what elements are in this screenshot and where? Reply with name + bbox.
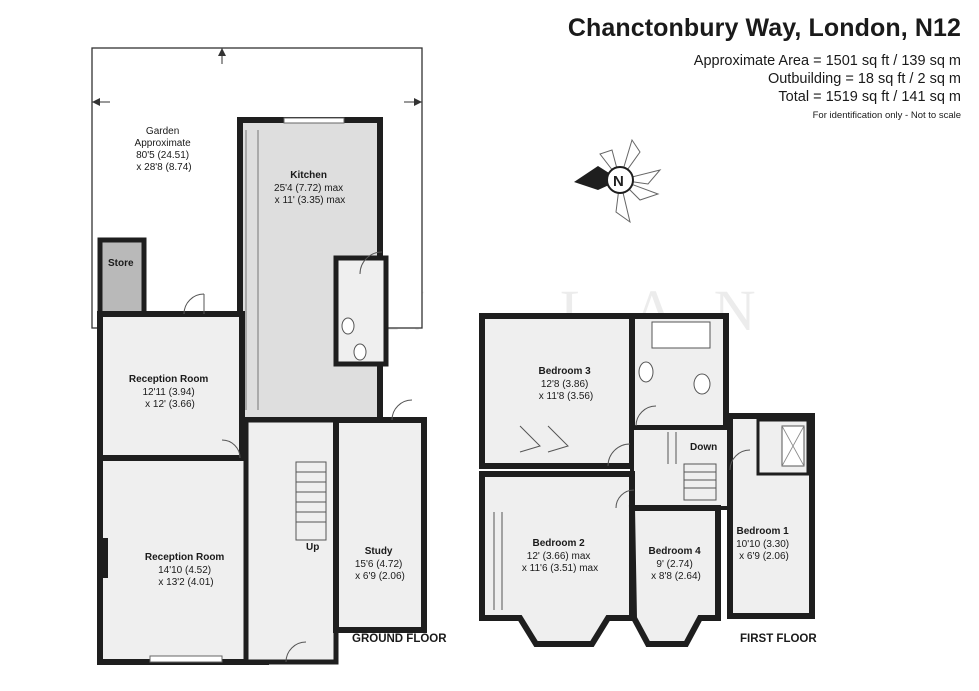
room-name: Bedroom 1 xyxy=(736,526,789,537)
bedroom-3-label: Bedroom 3 12'8 (3.86) x 11'8 (3.56) xyxy=(538,366,593,402)
room-dimension: 12' (3.66) max xyxy=(527,551,591,562)
room-dimension: x 11'6 (3.51) max xyxy=(522,563,598,574)
room-name: Bedroom 4 xyxy=(648,546,701,557)
compass-letter: N xyxy=(613,173,624,190)
room-name: Approximate xyxy=(135,138,192,149)
room-dimension: 10'10 (3.30) xyxy=(736,539,789,550)
door-swings xyxy=(519,405,751,509)
compass-rose-icon: N xyxy=(574,138,662,224)
bedroom-4-room xyxy=(628,505,721,647)
disclaimer-note: For identification only - Not to scale xyxy=(812,110,961,121)
stairs-ground-icon xyxy=(295,461,327,541)
bedroom-3-room xyxy=(479,313,635,469)
room-dimension: x 6'9 (2.06) xyxy=(355,571,405,582)
store-room xyxy=(97,237,147,317)
first-floor-label: FIRST FLOOR xyxy=(740,633,817,645)
hallway xyxy=(243,417,339,665)
stairs-down-label: Down xyxy=(690,442,717,453)
room-dimension: x 6'9 (2.06) xyxy=(739,551,789,562)
bedroom-1-label: Bedroom 1 10'10 (3.30) x 6'9 (2.06) xyxy=(736,526,792,562)
room-dimension: x 8'8 (2.64) xyxy=(651,571,701,582)
room-name: Study xyxy=(365,546,393,557)
door-swings xyxy=(183,251,413,663)
room-name: Bedroom 3 xyxy=(538,366,591,377)
store-label: Store xyxy=(108,258,134,269)
room-dimension: 12'8 (3.86) xyxy=(541,379,589,390)
stairs-first-icon xyxy=(667,432,717,501)
room-dimension: x 11'8 (3.56) xyxy=(539,391,594,402)
room-dimension: x 12' (3.66) xyxy=(145,399,195,410)
room-dimension: 25'4 (7.72) max xyxy=(274,183,343,194)
reception-rear-label: Reception Room 12'11 (3.94) x 12' (3.66) xyxy=(129,374,211,410)
garden-label: Garden Approximate 80'5 (24.51) x 28'8 (… xyxy=(135,126,194,173)
bedroom-4-label: Bedroom 4 9' (2.74) x 8'8 (2.64) xyxy=(648,546,703,582)
area-approximate: Approximate Area = 1501 sq ft / 139 sq m xyxy=(693,53,961,69)
room-dimension: x 13'2 (4.01) xyxy=(158,577,213,588)
bedroom-2-label: Bedroom 2 12' (3.66) max x 11'6 (3.51) m… xyxy=(522,538,598,574)
first-floor-plan: Down FIRST FLOOR xyxy=(479,313,817,647)
kitchen-label: Kitchen 25'4 (7.72) max x 11' (3.35) max xyxy=(274,170,346,206)
area-outbuilding: Outbuilding = 18 sq ft / 2 sq m xyxy=(767,71,961,87)
study-label: Study 15'6 (4.72) x 6'9 (2.06) xyxy=(355,546,405,582)
room-dimension: 9' (2.74) xyxy=(656,559,692,570)
room-name: Reception Room xyxy=(129,374,209,385)
stairs-up-label: Up xyxy=(306,542,319,553)
ground-floor-plan: Up GROUND FLOOR xyxy=(91,47,447,665)
reception-front-label: Reception Room 14'10 (4.52) x 13'2 (4.01… xyxy=(145,552,227,588)
room-dimension: 80'5 (24.51) xyxy=(136,150,189,161)
room-name: Reception Room xyxy=(145,552,225,563)
room-name: Kitchen xyxy=(290,170,327,181)
area-summary: Approximate Area = 1501 sq ft / 139 sq m… xyxy=(694,52,961,106)
room-dimension: 14'10 (4.52) xyxy=(158,565,211,576)
study-room xyxy=(333,417,427,633)
landing xyxy=(630,426,732,510)
room-dimension: 12'11 (3.94) xyxy=(142,387,194,398)
room-name: Garden xyxy=(146,126,179,137)
ground-floor-label: GROUND FLOOR xyxy=(352,633,447,645)
room-dimension: x 28'8 (8.74) xyxy=(136,162,191,173)
area-total: Total = 1519 sq ft / 141 sq m xyxy=(778,89,961,105)
room-dimension: x 11' (3.35) max xyxy=(275,195,346,206)
property-title: Chanctonbury Way, London, N12 xyxy=(567,14,961,42)
room-dimension: 15'6 (4.72) xyxy=(355,559,403,570)
reception-room-rear xyxy=(97,311,245,461)
room-name: Bedroom 2 xyxy=(532,538,585,549)
reception-room-front xyxy=(97,455,269,665)
